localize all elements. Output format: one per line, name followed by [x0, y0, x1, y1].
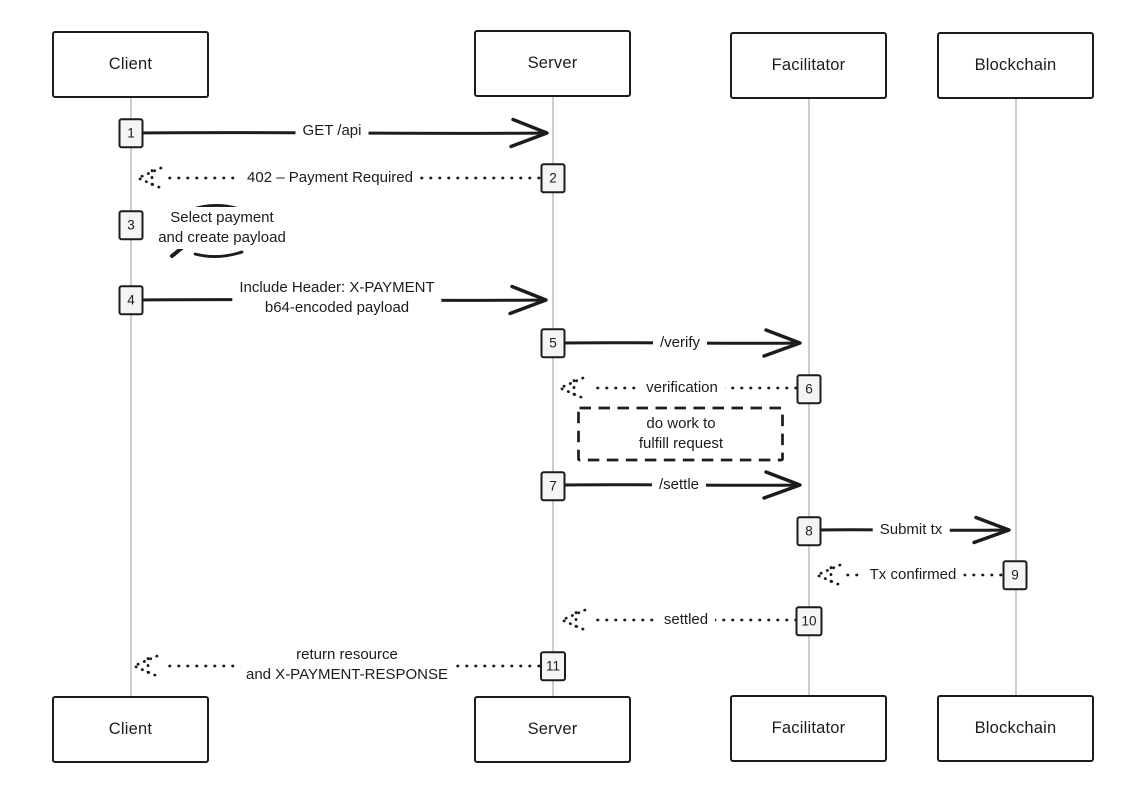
message-1-label: GET /api [295, 120, 369, 142]
message-4-label: Include Header: X-PAYMENT b64-encoded pa… [232, 277, 442, 319]
message-8-label: Submit tx [872, 519, 950, 541]
message-2-arrowhead-icon [134, 166, 163, 190]
message-7-label-line: /settle [658, 476, 700, 493]
note-label-line: fulfill request [638, 435, 724, 452]
actor-label: Facilitator [771, 56, 846, 74]
message-3-label-line: and create payload [158, 229, 286, 246]
message-4-label-line: b64-encoded payload [264, 299, 410, 316]
message-11-label-line: return resource [296, 646, 398, 663]
actor-box-facilitator-bottom: Facilitator [730, 695, 887, 762]
actor-box-client-bottom: Client [52, 696, 209, 763]
message-11-label: return resource and X-PAYMENT-RESPONSE [238, 644, 456, 686]
step-badge-1: 1 [118, 118, 144, 148]
message-2-label: 402 – Payment Required [240, 167, 420, 189]
message-5-label: /verify [652, 332, 708, 354]
step-badge-6: 6 [796, 374, 822, 404]
actor-box-server-bottom: Server [474, 696, 631, 763]
message-9-arrowhead-icon [813, 563, 842, 587]
message-8-label-line: Submit tx [879, 521, 943, 538]
step-badge-9: 9 [1002, 560, 1028, 590]
actor-box-client-top: Client [52, 31, 209, 98]
message-3-label: Select payment and create payload [151, 207, 293, 249]
message-5-arrowhead-icon [762, 328, 802, 358]
message-4-arrowhead-icon [508, 284, 548, 316]
actor-box-blockchain-top: Blockchain [937, 32, 1094, 99]
self-loop-bottom-arc [193, 250, 244, 258]
message-6-label-line: verification [646, 379, 718, 396]
actor-label: Client [108, 720, 153, 738]
actor-label: Server [527, 54, 578, 72]
message-3-label-line: Select payment [170, 209, 274, 226]
actor-box-server-top: Server [474, 30, 631, 97]
message-6-arrowhead-icon [556, 376, 585, 400]
message-10-label: settled [656, 609, 716, 631]
message-10-arrowhead-icon [558, 608, 587, 632]
actor-label: Facilitator [771, 719, 846, 737]
message-1-arrowhead-icon [509, 117, 549, 149]
message-5-label-line: /verify [659, 334, 701, 351]
actor-label: Blockchain [974, 719, 1057, 737]
step-badge-11: 11 [539, 651, 567, 681]
step-badge-10: 10 [795, 606, 823, 636]
message-6-label: verification [639, 377, 725, 399]
message-1-label-line: GET /api [302, 122, 362, 139]
step-badge-4: 4 [118, 285, 144, 315]
message-8-arrowhead-icon [972, 515, 1011, 545]
actor-label: Server [527, 720, 578, 738]
message-10-label-line: settled [663, 611, 709, 628]
message-11-label-line: and X-PAYMENT-RESPONSE [245, 666, 449, 683]
note-label-line: do work to [646, 415, 716, 432]
actor-box-blockchain-bottom: Blockchain [937, 695, 1094, 762]
message-4-label-line: Include Header: X-PAYMENT [239, 279, 435, 296]
message-11-arrowhead-icon [130, 654, 159, 678]
message-9-label-line: Tx confirmed [869, 566, 957, 583]
note-box [577, 406, 784, 462]
actor-label: Blockchain [974, 56, 1057, 74]
message-2-label-line: 402 – Payment Required [247, 169, 413, 186]
step-badge-2: 2 [540, 163, 566, 193]
step-badge-5: 5 [540, 328, 566, 358]
message-7-label: /settle [651, 474, 707, 496]
actor-label: Client [108, 55, 153, 73]
step-badge-7: 7 [540, 471, 566, 501]
step-badge-3: 3 [118, 210, 144, 240]
note-label: do work to fulfill request [632, 413, 730, 455]
message-7-arrowhead-icon [762, 470, 802, 500]
actor-box-facilitator-top: Facilitator [730, 32, 887, 99]
step-badge-8: 8 [796, 516, 822, 546]
message-9-label: Tx confirmed [862, 564, 964, 586]
